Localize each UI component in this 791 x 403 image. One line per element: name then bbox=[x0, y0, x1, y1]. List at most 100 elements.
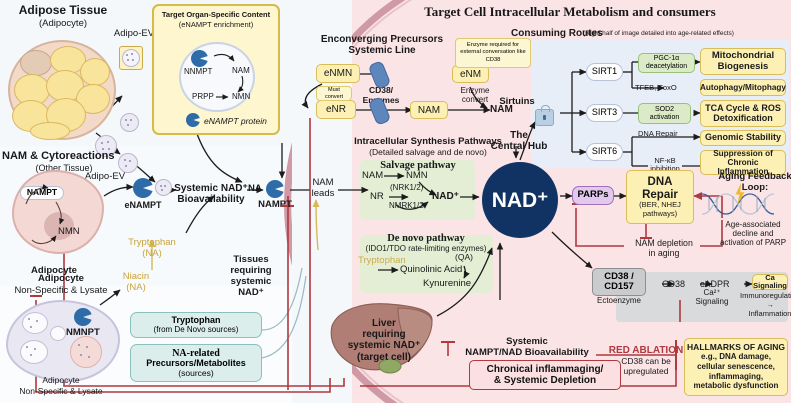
enzyme-note-box: Enzyme required for external conversatio… bbox=[455, 38, 531, 68]
nam-right-label: NAM bbox=[490, 104, 513, 115]
denovo-quinolinic: Quinolinic Acid bbox=[400, 264, 463, 275]
inset-nam: NAM bbox=[232, 66, 250, 75]
salvage-nrk: (NRK1/2) bbox=[390, 183, 424, 192]
lysate-cell bbox=[6, 300, 120, 382]
sirt6-node: SIRT6 bbox=[586, 143, 623, 161]
enampt-label: eNAMPT bbox=[124, 200, 162, 210]
hallmarks-body: e.g., DNA damage, cellular senescence, i… bbox=[693, 352, 779, 391]
nam-cell-nmn: NMN bbox=[58, 226, 80, 237]
niacin-na-label: Niacin (NA) bbox=[122, 271, 150, 293]
outcome-mitochondrial-biogenesis: Mitochondrial Biogenesis bbox=[700, 48, 786, 75]
salvage-nmn: NMN bbox=[406, 170, 428, 181]
sirt3-mediator-sod2: SOD2 activation bbox=[638, 103, 691, 124]
na-precursors-box: NA-related Precursors/Metabolites (sourc… bbox=[130, 344, 262, 382]
adipo-ev-label-bottom: Adipo-EV bbox=[84, 171, 126, 182]
salvage-nad: NAD⁺ bbox=[432, 191, 459, 202]
nmnpt-enzyme-icon bbox=[74, 308, 92, 326]
cd38-node: CD38 bbox=[662, 279, 686, 289]
na-label: NA bbox=[248, 183, 262, 194]
na-source-sub2: (sources) bbox=[178, 367, 214, 378]
hallmarks-title: HALLMARKS OF AGING bbox=[687, 341, 785, 352]
nad-hub-value: NAD⁺ bbox=[491, 188, 549, 212]
must-convert-note: Must convert bbox=[316, 86, 352, 101]
adipose-title: Adipose Tissue bbox=[18, 3, 108, 17]
nam-cell-caption: Adipocyte bbox=[31, 265, 77, 276]
dna-repair-title: DNA Repair bbox=[642, 176, 678, 201]
lightning-bolt-icon bbox=[735, 183, 745, 205]
figure-title: Target Cell Intracellular Metabolism and… bbox=[424, 4, 716, 19]
enampt-protein-icon bbox=[186, 113, 200, 127]
systemic-nad-label: Systemic NAD⁺ Bioavailability bbox=[174, 183, 248, 206]
nnmpt-enzyme-icon bbox=[191, 50, 208, 67]
nampt-box: NAMPT bbox=[20, 186, 64, 200]
enmn-box: eNMN bbox=[316, 64, 360, 83]
sirt6-mediator-nfkb: NF-κB inhibition bbox=[650, 156, 680, 174]
adipo-ev-3 bbox=[118, 153, 138, 173]
salvage-title: Salvage pathway bbox=[380, 160, 456, 171]
liver-sublabel: (target cell) bbox=[357, 352, 411, 363]
salvage-nmrk: NMRK1/2 bbox=[389, 201, 424, 210]
denovo-title: De novo pathway bbox=[387, 233, 465, 244]
tryptophan-source-title: Tryptophan bbox=[171, 314, 221, 325]
salvage-nr: NR bbox=[370, 191, 384, 202]
red-ablation-label: RED ABLATION bbox=[608, 345, 684, 356]
cadpr-node: cADPR bbox=[700, 279, 730, 289]
nad-central-hub: NAD⁺ bbox=[482, 162, 558, 238]
hallmarks-of-aging-box: HALLMARKS OF AGING e.g., DNA damage, cel… bbox=[684, 338, 788, 396]
lysate-caption-2: Non-Specific & Lysate bbox=[19, 386, 103, 396]
denovo-tryptophan: Tryptophan bbox=[358, 255, 406, 266]
adipocyte-cell bbox=[8, 40, 116, 140]
red-ablation-sub: CD38 can be upregulated bbox=[621, 356, 671, 376]
precursors-heading: Enconverging Precursors Systemic Line bbox=[320, 34, 444, 57]
lysate-title-line2: Non-Specific & Lysate bbox=[14, 285, 108, 296]
sirt6-mediator-dnarepair: DNA Repair bbox=[638, 129, 678, 138]
nam-cell-subtitle: (Other Tissue) bbox=[35, 163, 93, 173]
adipo-ev-1 bbox=[95, 135, 117, 157]
inset-title: Target Organ-Specific Content bbox=[161, 10, 271, 19]
enampt-enzyme-icon bbox=[133, 178, 153, 198]
enr-box: eNR bbox=[316, 100, 356, 119]
outcome-suppression-inflammation: Suppression of Chronic Inflammation bbox=[700, 149, 786, 176]
adipo-ev-label-top: Adipo-EV bbox=[113, 28, 155, 39]
outcome-genomic-stability: Genomic Stability bbox=[700, 130, 786, 146]
aging-loop-title: Aging Feedback Loop: bbox=[718, 171, 791, 193]
tryptophan-source-sub: (from De Novo sources) bbox=[153, 324, 239, 334]
denovo-kynurenine: Kynurenine bbox=[423, 278, 472, 289]
outcome-tca-ros: TCA Cycle & ROS Detoxification bbox=[700, 100, 786, 127]
na-source-title: NA-related bbox=[172, 347, 220, 359]
inset-subtitle: (eNAMPT enrichment) bbox=[178, 20, 254, 29]
ca-signaling-box: Ca Signaling bbox=[752, 272, 788, 290]
sirt1-node: SIRT1 bbox=[586, 63, 623, 81]
sirt1-mediator-tfeb: TFEB, FoxO bbox=[635, 83, 677, 92]
parps-box: PARPs bbox=[572, 186, 614, 205]
salvage-nam: NAM bbox=[362, 170, 384, 181]
inset-nmn: NMN bbox=[232, 92, 251, 101]
lock-icon bbox=[535, 105, 554, 126]
dna-repair-box: DNA Repair (BER, NHEJ pathways) bbox=[626, 170, 694, 224]
inset-legend: eNAMPT protein bbox=[204, 116, 267, 126]
sirt3-node: SIRT3 bbox=[586, 104, 623, 122]
aging-loop-note: Age-associated decline and activation of… bbox=[719, 220, 787, 247]
nam-depletion-label: NAM depletion in aging bbox=[635, 238, 693, 258]
sirt1-mediator-pgc1a: PGC-1α deacetylation bbox=[638, 53, 695, 73]
inset-enzyme-label: NNMPT bbox=[184, 67, 213, 76]
outcome-autophagy: Autophagy/Mitophagy bbox=[700, 79, 786, 96]
nampt-systemic-enzyme-icon bbox=[266, 180, 284, 198]
consuming-heading-note: (Right half of image detailed into age-r… bbox=[583, 30, 734, 37]
central-hub-label: The Central Hub bbox=[490, 130, 548, 153]
consuming-heading: Consuming Routes bbox=[511, 28, 603, 39]
nam-inside-box: NAM bbox=[410, 101, 448, 119]
nampt-systemic-label: NAMPT bbox=[258, 199, 292, 210]
adipo-ev-highlighted bbox=[119, 46, 143, 70]
tryptophan-source-box: Tryptophan (from De Novo sources) bbox=[130, 312, 262, 338]
cd38-ectoenzyme-label: Ectoenzyme bbox=[596, 296, 642, 305]
other-tissue-cell bbox=[12, 170, 104, 254]
immunoregulation-label: Immunoregulation bbox=[740, 291, 791, 300]
lysate-caption-1: Adipocyte bbox=[42, 375, 80, 385]
salvage-pathway-bg bbox=[360, 160, 475, 220]
nam-leads-label: NAM leads bbox=[311, 177, 335, 199]
cd38-cd157-box: CD38 / CD157 bbox=[592, 268, 646, 296]
liver-illustration bbox=[330, 303, 433, 374]
dna-repair-sub: (BER, NHEJ pathways) bbox=[639, 200, 681, 218]
